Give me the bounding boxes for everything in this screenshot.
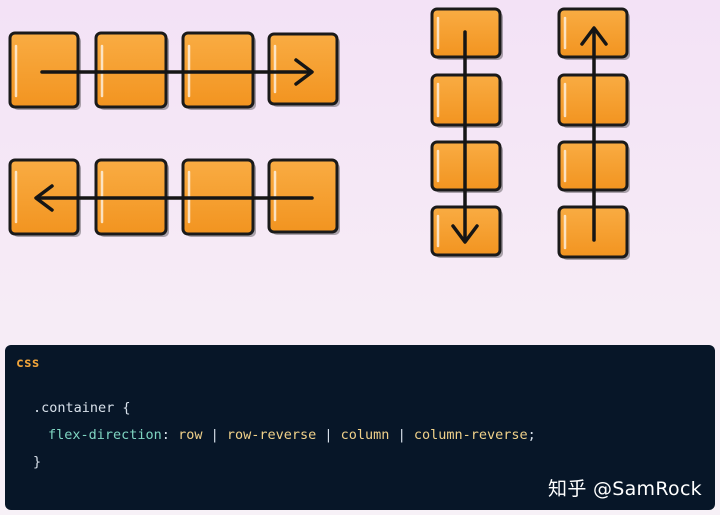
flex-item bbox=[430, 205, 503, 258]
column-reverse-example bbox=[557, 7, 630, 260]
code-line-selector: .container { bbox=[33, 400, 131, 416]
arrow-down-icon bbox=[451, 30, 479, 244]
css-separator: | bbox=[202, 427, 227, 443]
code-line-declaration: flex-direction: row | row-reverse | colu… bbox=[48, 427, 536, 443]
css-colon: : bbox=[161, 427, 170, 443]
arrow-left-icon bbox=[34, 184, 314, 212]
flex-item bbox=[557, 73, 630, 128]
column-example bbox=[430, 7, 503, 258]
css-value-row-reverse: row-reverse bbox=[226, 427, 317, 443]
arrow-up-icon bbox=[580, 26, 608, 242]
flex-item bbox=[430, 73, 503, 128]
row-reverse-example bbox=[8, 158, 340, 237]
code-line-closing-brace: } bbox=[33, 454, 42, 470]
row-example bbox=[8, 31, 340, 110]
flex-item bbox=[430, 140, 503, 193]
css-separator: | bbox=[389, 427, 414, 443]
css-separator: | bbox=[316, 427, 341, 443]
code-block: css .container { flex-direction: row | r… bbox=[5, 345, 715, 510]
css-value-row: row bbox=[178, 427, 203, 443]
css-value-column: column bbox=[340, 427, 390, 443]
flex-item bbox=[430, 7, 503, 60]
flex-item bbox=[267, 32, 340, 107]
css-semicolon: ; bbox=[527, 427, 536, 443]
watermark-text: 知乎 @SamRock bbox=[548, 478, 702, 500]
arrow-right-icon bbox=[40, 58, 314, 86]
css-property: flex-direction bbox=[48, 427, 162, 443]
css-value-column-reverse: column-reverse bbox=[413, 427, 528, 443]
flex-direction-diagram bbox=[8, 7, 630, 260]
code-language-label: css bbox=[16, 356, 40, 371]
